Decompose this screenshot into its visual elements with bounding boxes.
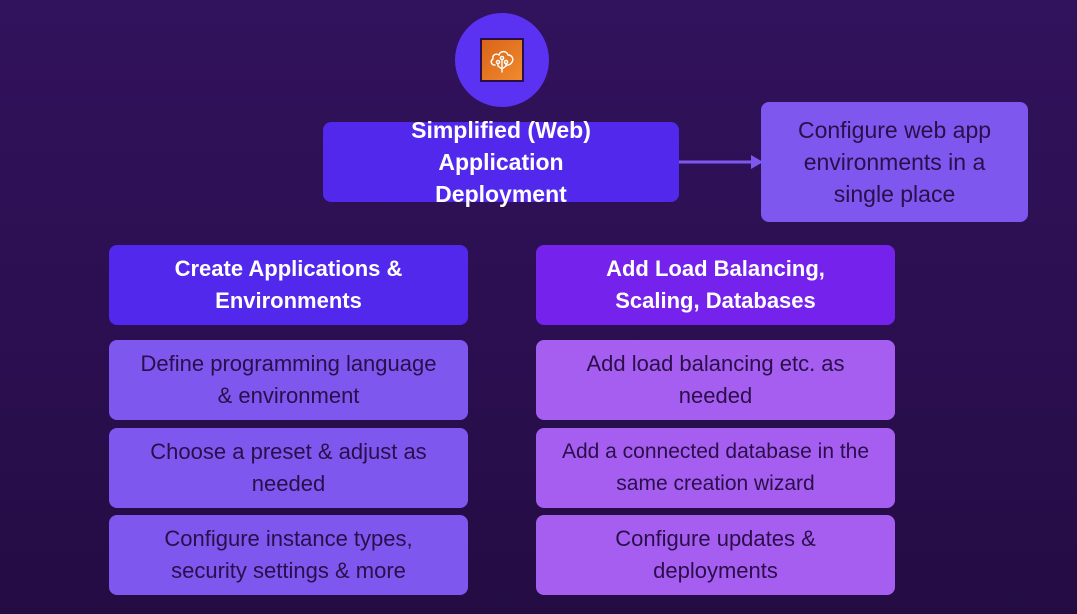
column-heading-add: Add Load Balancing, Scaling, Databases bbox=[536, 245, 895, 325]
main-title: Simplified (Web) Application Deployment bbox=[411, 117, 591, 207]
list-item: Configure instance types, security setti… bbox=[109, 515, 468, 595]
side-note-text: Configure web app environments in a sing… bbox=[797, 117, 992, 207]
aws-elastic-beanstalk-icon bbox=[480, 38, 524, 82]
list-item: Add load balancing etc. as needed bbox=[536, 340, 895, 420]
list-item-text: Configure instance types, security setti… bbox=[164, 526, 413, 583]
list-item-text: Choose a preset & adjust as needed bbox=[150, 439, 427, 496]
list-item: Add a connected database in the same cre… bbox=[536, 428, 895, 508]
list-item: Define programming language & environmen… bbox=[109, 340, 468, 420]
main-title-box: Simplified (Web) Application Deployment bbox=[323, 117, 679, 207]
list-item-text: Configure updates & deployments bbox=[615, 526, 816, 583]
list-item-text: Add a connected database in the same cre… bbox=[561, 440, 870, 495]
column-heading-text: Create Applications & Environments bbox=[174, 256, 403, 313]
column-heading-create: Create Applications & Environments bbox=[109, 245, 468, 325]
list-item-text: Add load balancing etc. as needed bbox=[586, 351, 845, 408]
arrow-right-icon bbox=[679, 155, 763, 169]
logo-circle bbox=[455, 13, 549, 107]
column-heading-text: Add Load Balancing, Scaling, Databases bbox=[606, 256, 825, 313]
list-item: Configure updates & deployments bbox=[536, 515, 895, 595]
list-item-text: Define programming language & environmen… bbox=[140, 351, 437, 408]
list-item: Choose a preset & adjust as needed bbox=[109, 428, 468, 508]
side-note-box: Configure web app environments in a sing… bbox=[761, 102, 1028, 222]
